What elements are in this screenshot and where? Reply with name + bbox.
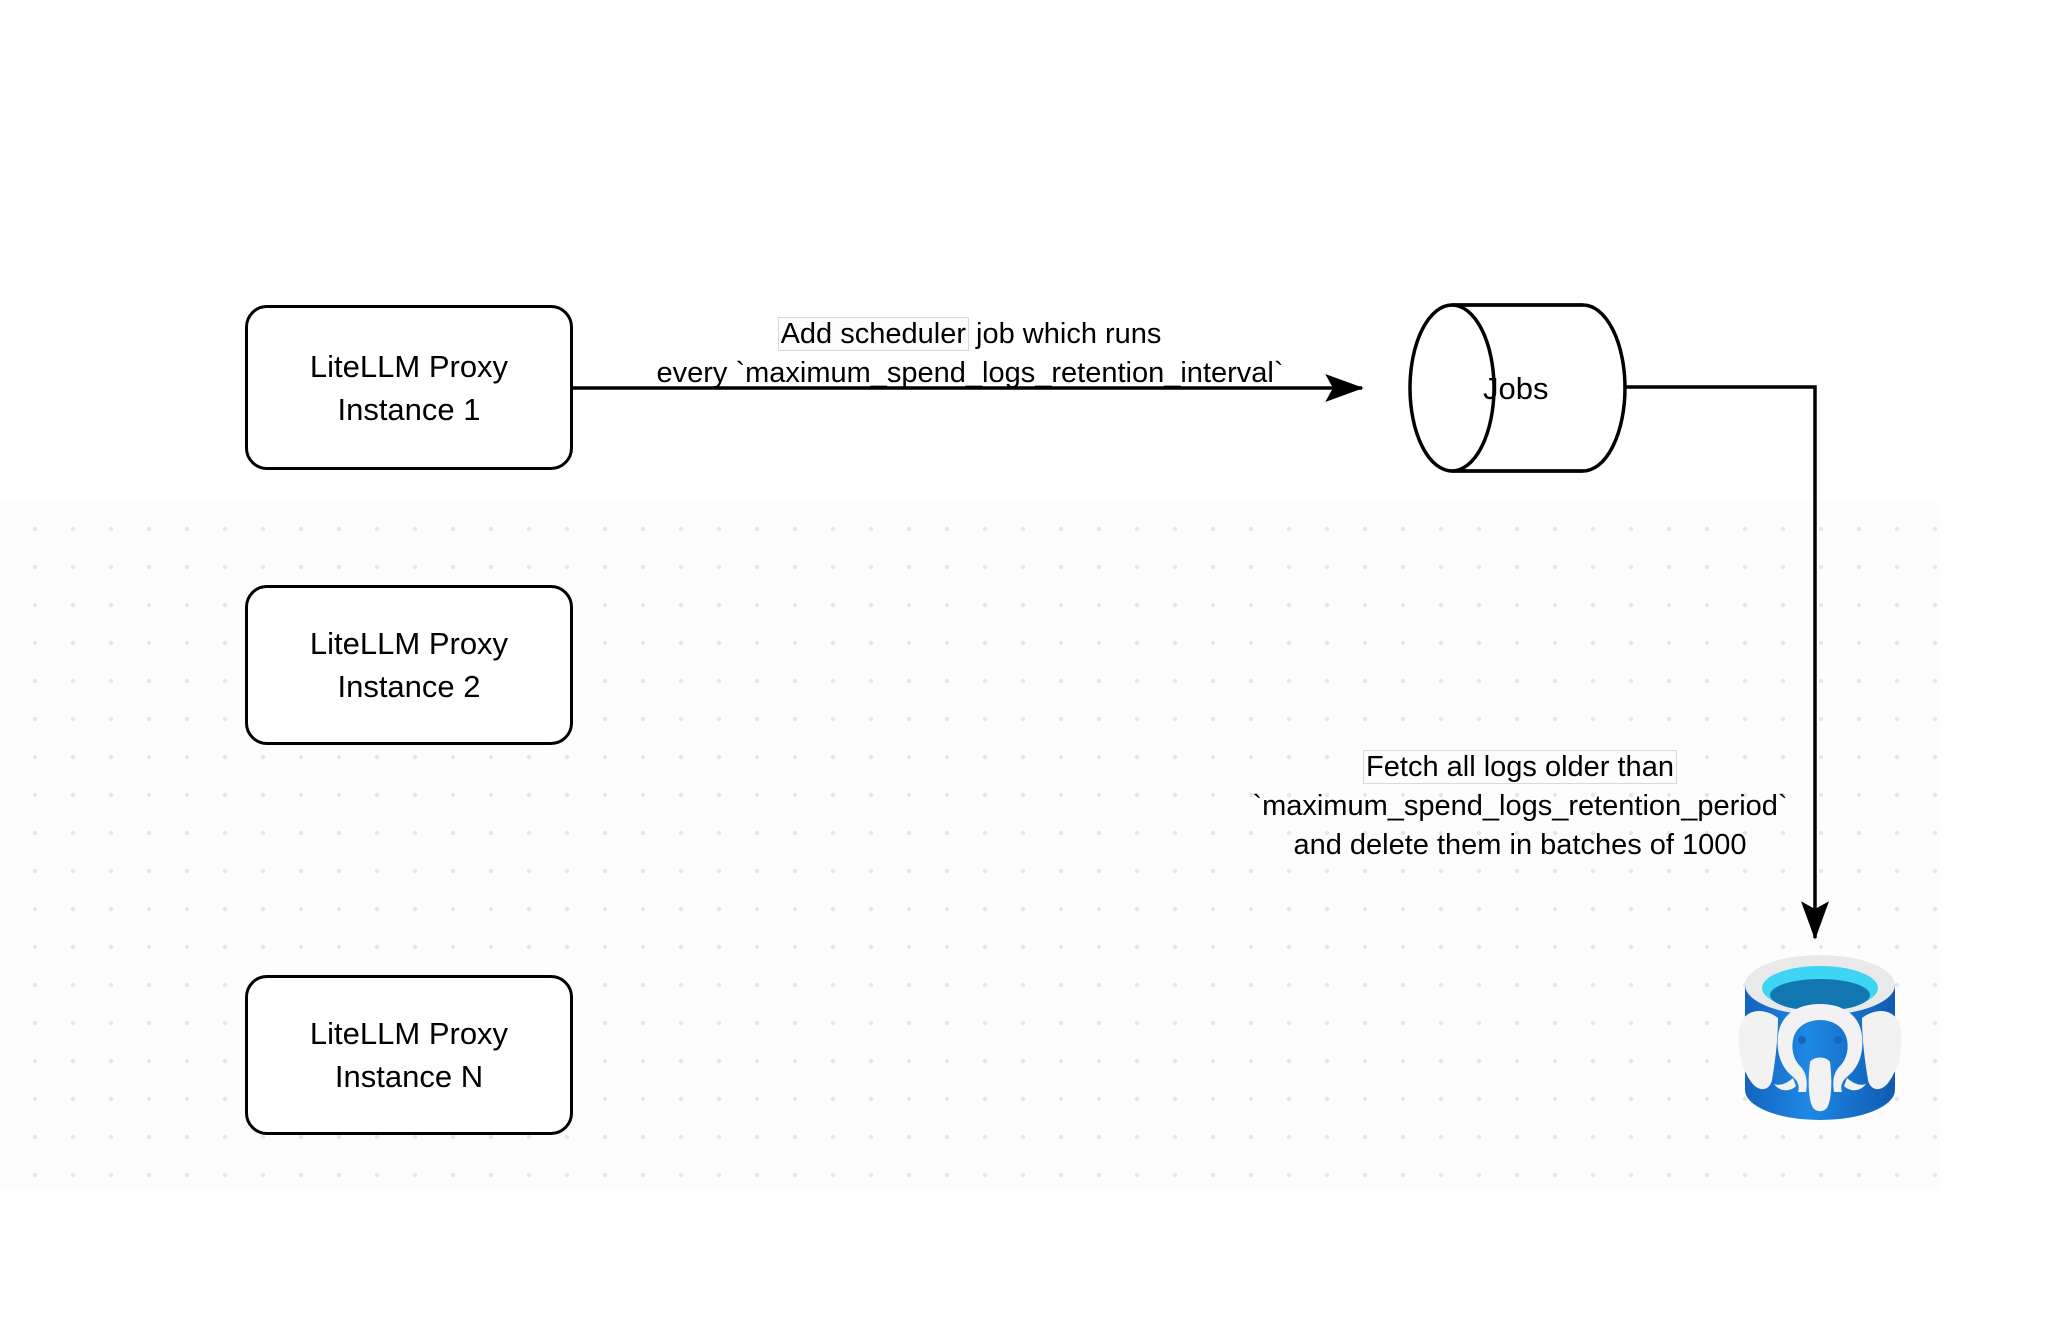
node-instance-n[interactable]: LiteLLM Proxy Instance N [245, 975, 573, 1135]
node-instance-1[interactable]: LiteLLM Proxy Instance 1 [245, 305, 573, 470]
jobs-cylinder-shape [1408, 303, 1627, 473]
node-instance-n-line1: LiteLLM Proxy [309, 1016, 509, 1051]
node-instance-1-line2: Instance 1 [337, 391, 481, 427]
edge-label2-line1-highlight: Fetch all logs older than [1363, 750, 1677, 784]
postgresql-database-icon [1738, 955, 1902, 1120]
node-jobs-label: Jobs [1483, 371, 1549, 406]
grid-mask-right [1940, 0, 2052, 1342]
edge-label2-line3: and delete them in batches of 1000 [1293, 829, 1747, 861]
edge-label-line1-rest: job which runs [967, 318, 1162, 350]
grid-mask-bottom [0, 1190, 2052, 1342]
edge-label-jobs-to-postgres: Fetch all logs older than `maximum_spend… [1240, 748, 1800, 865]
edge-label2-line1: Fetch all logs older than [1240, 748, 1800, 787]
edge-label-line2: every `maximum_spend_logs_retention_inte… [656, 357, 1284, 389]
edge-label-line1-highlight: Add scheduler [777, 317, 969, 351]
node-instance-n-line2: Instance N [334, 1059, 484, 1094]
node-instance-1-line1: LiteLLM Proxy [309, 348, 509, 384]
edge-label2-line2: `maximum_spend_logs_retention_period` [1252, 790, 1788, 822]
node-instance-2-line2: Instance 2 [337, 669, 481, 704]
edge-jobs-to-postgres [1625, 385, 1829, 940]
edge-label-instance1-to-jobs: Add scheduler job which runs every `maxi… [620, 315, 1320, 393]
edge-label-line1: Add scheduler job which runs [620, 315, 1320, 354]
node-instance-2-line1: LiteLLM Proxy [309, 626, 509, 661]
node-instance-2[interactable]: LiteLLM Proxy Instance 2 [245, 585, 573, 745]
postgres-elephant-glyph [1738, 1004, 1902, 1112]
